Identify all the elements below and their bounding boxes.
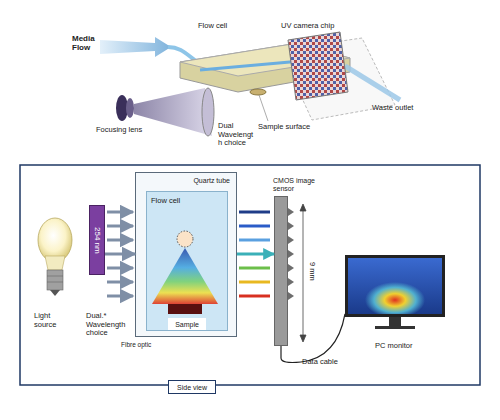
waste-tube <box>345 66 400 100</box>
data-cable <box>281 314 345 363</box>
node-text: PC monitor <box>375 341 413 350</box>
cmos-sensor: CMOS image sensor <box>274 196 288 346</box>
part-label: Focusing lens <box>96 126 156 135</box>
bulb-base <box>47 270 63 290</box>
part-label: Waste outlet <box>372 104 432 113</box>
light-ray <box>105 253 135 256</box>
part-label: Flow cell <box>198 22 258 31</box>
node-text: 254 nm <box>93 227 102 254</box>
cone-mouth <box>202 88 214 136</box>
lens <box>116 95 128 121</box>
light-ray <box>237 253 274 256</box>
part-label: Fibre optic <box>121 341 171 348</box>
part-label: Dual Wavelengt h choice <box>218 122 256 148</box>
part-label: UV camera chip <box>281 22 351 31</box>
filter-box: 254 nm <box>89 205 105 275</box>
part-label: Dual.* Wavelength choice <box>86 312 130 338</box>
monitor-screen <box>345 255 445 317</box>
node-text: CMOS image sensor <box>273 177 335 193</box>
node-text: Quartz tube <box>193 177 230 184</box>
side-view-box: Side view <box>168 380 216 394</box>
flow-cell: Flow cellSample <box>146 191 228 331</box>
sample-bar <box>168 304 202 314</box>
bulb-glass <box>38 218 72 262</box>
input-rays <box>107 212 133 296</box>
node-text: Flow cell <box>151 196 180 205</box>
pc-monitor: PC monitor <box>345 255 445 350</box>
lens <box>126 98 134 118</box>
camera-chip <box>288 32 348 100</box>
part-label: Sample surface <box>258 123 318 132</box>
sample-spot <box>250 89 266 95</box>
bulb-neck <box>45 256 65 270</box>
flow-cell-body <box>180 44 350 92</box>
inlet-tube <box>168 47 205 66</box>
dimension-label: 9 mm <box>307 262 316 292</box>
sample-box: Sample <box>168 318 206 330</box>
node-text: Sample <box>175 321 199 328</box>
side-view-frame <box>20 165 480 385</box>
particle <box>177 231 193 247</box>
edge-label: Data cable <box>302 358 338 367</box>
output-rays <box>239 212 270 296</box>
media-flow-arrow <box>100 37 171 57</box>
bulb-thread <box>47 276 63 277</box>
bulb-thread <box>47 282 63 283</box>
flow-channel <box>200 58 335 70</box>
fluorescence-cone <box>152 248 218 304</box>
light-cone <box>134 88 212 136</box>
bulb-tip <box>50 290 60 296</box>
node-text: Side view <box>177 384 207 391</box>
sensor-pixels <box>288 208 294 300</box>
leader-line <box>259 95 268 121</box>
monitor-stand <box>375 326 415 329</box>
dimension-arrow <box>300 204 306 342</box>
flow-label: Media Flow <box>72 34 102 52</box>
flow-cell-top <box>180 44 350 76</box>
monitor-stand <box>389 317 401 326</box>
part-label: Light source <box>34 312 70 329</box>
quartz-tube: Quartz tubeFlow cellSample <box>135 172 237 337</box>
